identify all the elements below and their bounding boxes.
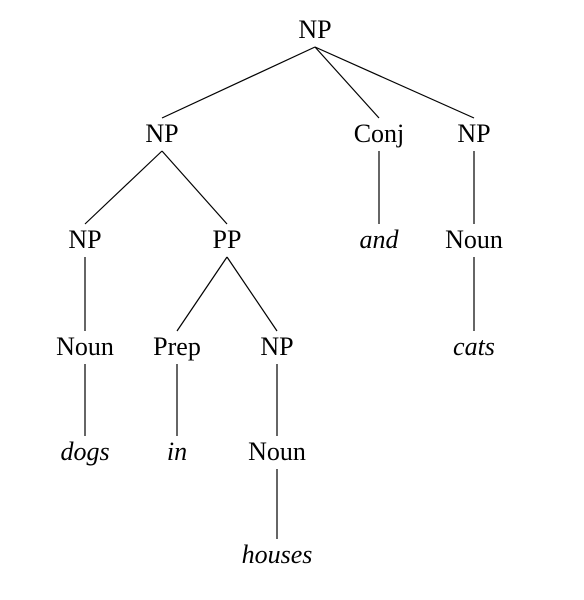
edge-pp-to-np-houses [226,256,278,332]
node-noun-dogs: Noun [56,332,114,361]
edge-pp-to-prep [176,256,228,332]
node-conj: Conj [354,119,405,148]
node-prep: Prep [153,332,201,361]
node-noun-houses: Noun [248,437,306,466]
node-root: NP [298,15,331,44]
node-dogs: dogs [60,437,109,466]
node-np-right: NP [457,119,490,148]
edge-root-to-np-right [314,46,475,119]
edge-root-to-np-left [161,46,316,119]
node-and: and [360,225,400,254]
node-np-left: NP [145,119,178,148]
node-cats: cats [453,332,495,361]
node-houses: houses [242,540,313,569]
node-np-dogs: NP [68,225,101,254]
edge-root-to-conj [314,46,380,119]
edge-np-left-to-np-dogs [84,150,163,225]
node-noun-cats: Noun [445,225,503,254]
node-in: in [167,437,187,466]
node-np-houses: NP [260,332,293,361]
edge-np-left-to-pp [161,150,228,225]
node-pp: PP [213,225,242,254]
tree-edges [84,46,475,539]
